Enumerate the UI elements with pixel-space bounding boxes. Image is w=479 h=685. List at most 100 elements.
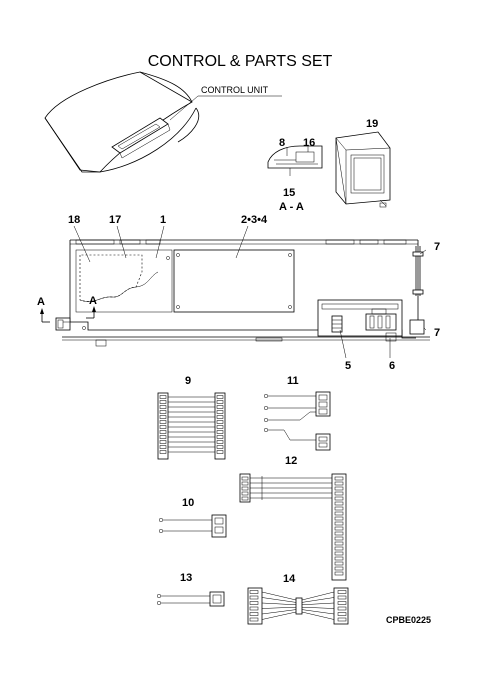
harness-12-pin bbox=[334, 486, 344, 491]
harness-9-drawing bbox=[157, 392, 226, 460]
control-unit-drawing bbox=[44, 71, 282, 173]
harness-14-wire bbox=[301, 597, 335, 603]
harness-9-pin bbox=[216, 450, 224, 454]
harness-14-wire bbox=[261, 611, 297, 620]
harness-9-pin bbox=[159, 395, 167, 399]
harness-12-pin bbox=[334, 506, 344, 511]
harness-9-pin bbox=[159, 445, 167, 449]
harness-14-wire bbox=[301, 602, 335, 606]
harness-12-pin bbox=[241, 496, 249, 501]
harness-14-pin bbox=[249, 601, 259, 605]
harness-14-wire bbox=[301, 611, 335, 620]
harness-12-pin bbox=[241, 491, 249, 496]
drawing-code: CPBE0225 bbox=[386, 615, 431, 625]
page-title: CONTROL & PARTS SET bbox=[148, 53, 333, 70]
callout-1: 1 bbox=[160, 214, 166, 226]
remote-controller-drawing bbox=[335, 131, 391, 208]
section-marker-right: A bbox=[89, 295, 97, 307]
harness-14-pin bbox=[249, 590, 259, 594]
section-arrows bbox=[40, 306, 96, 323]
harness-9-pin bbox=[159, 425, 167, 429]
harness-14-wire bbox=[261, 602, 297, 606]
harness-12-pin bbox=[334, 521, 344, 526]
harness-14-wire bbox=[301, 609, 335, 615]
harness-9-pin bbox=[216, 415, 224, 419]
harness-14-pin bbox=[337, 606, 347, 611]
harness-14-pin bbox=[249, 617, 259, 622]
harness-14-pin bbox=[337, 590, 347, 594]
control-unit-label: CONTROL UNIT bbox=[201, 85, 269, 95]
harness-12-pin bbox=[334, 476, 344, 481]
harness-9-pin bbox=[216, 420, 224, 424]
harness-12-pin bbox=[334, 516, 344, 521]
callout-10: 10 bbox=[182, 497, 194, 509]
harness-14-pin bbox=[249, 612, 259, 616]
callout-14: 14 bbox=[283, 573, 296, 585]
harness-9-pin bbox=[216, 395, 224, 399]
harness-12-drawing bbox=[239, 473, 347, 581]
harness-12-pin bbox=[334, 541, 344, 546]
harness-9-pin bbox=[216, 430, 224, 434]
harness-9-pin bbox=[216, 425, 224, 429]
harness-12-pin bbox=[334, 496, 344, 501]
harness-10-drawing bbox=[158, 514, 227, 538]
harness-9-pin bbox=[216, 410, 224, 414]
harness-12-pin bbox=[334, 551, 344, 556]
harness-12-pin bbox=[334, 511, 344, 516]
callout-5: 5 bbox=[345, 360, 351, 372]
harness-14-pin bbox=[337, 595, 347, 600]
harness-12-pin bbox=[334, 501, 344, 506]
harness-12-pin bbox=[241, 486, 249, 491]
callout-16: 16 bbox=[303, 137, 315, 149]
harness-12-pin bbox=[241, 476, 249, 481]
callout-15: 15 bbox=[283, 187, 295, 199]
harness-14-pin bbox=[249, 606, 259, 611]
part-8-16-drawing bbox=[267, 145, 323, 176]
harness-12-pin bbox=[334, 536, 344, 541]
callout-19: 19 bbox=[366, 118, 378, 130]
harness-12-pin bbox=[241, 481, 249, 486]
harness-14-wire bbox=[261, 609, 297, 615]
callout-7-top: 7 bbox=[434, 241, 440, 253]
harness-13-drawing bbox=[156, 591, 225, 607]
harness-9-pin bbox=[159, 450, 167, 454]
harness-9-pin bbox=[159, 410, 167, 414]
harness-9-pin bbox=[216, 405, 224, 409]
harness-9-pin bbox=[159, 430, 167, 434]
harness-12-pin bbox=[334, 566, 344, 571]
section-label: A - A bbox=[279, 201, 304, 213]
harness-14-pin bbox=[337, 617, 347, 622]
callout-18: 18 bbox=[68, 214, 80, 226]
harness-12-pin bbox=[334, 531, 344, 536]
harness-9-pin bbox=[216, 400, 224, 404]
section-marker-left: A bbox=[37, 296, 45, 308]
harness-12-pin bbox=[334, 526, 344, 531]
harness-14-wire bbox=[301, 606, 335, 609]
harness-9-pin bbox=[159, 420, 167, 424]
harness-14-wire bbox=[261, 591, 297, 601]
callout-9: 9 bbox=[185, 375, 191, 387]
harness-9-pin bbox=[216, 435, 224, 439]
harness-12-pin bbox=[334, 481, 344, 486]
callout-11: 11 bbox=[287, 375, 299, 387]
harness-12-pin bbox=[334, 556, 344, 561]
callout-17: 17 bbox=[109, 214, 121, 226]
harness-14-wire bbox=[261, 597, 297, 603]
callout-6: 6 bbox=[389, 360, 395, 372]
control-box-drawing bbox=[55, 239, 430, 347]
harness-14-wire bbox=[261, 606, 297, 609]
harness-14-wire bbox=[301, 591, 335, 601]
harness-12-pin bbox=[334, 571, 344, 576]
callout-12: 12 bbox=[285, 455, 297, 467]
harness-9-pin bbox=[159, 415, 167, 419]
harness-12-pin bbox=[334, 546, 344, 551]
harness-9-pin bbox=[159, 405, 167, 409]
callout-7-bottom: 7 bbox=[434, 327, 440, 339]
callout-2-3-4: 2•3•4 bbox=[241, 214, 268, 226]
harness-9-pin bbox=[216, 440, 224, 444]
harness-9-pin bbox=[216, 445, 224, 449]
callout-13: 13 bbox=[180, 572, 192, 584]
harness-14-drawing bbox=[247, 587, 349, 625]
